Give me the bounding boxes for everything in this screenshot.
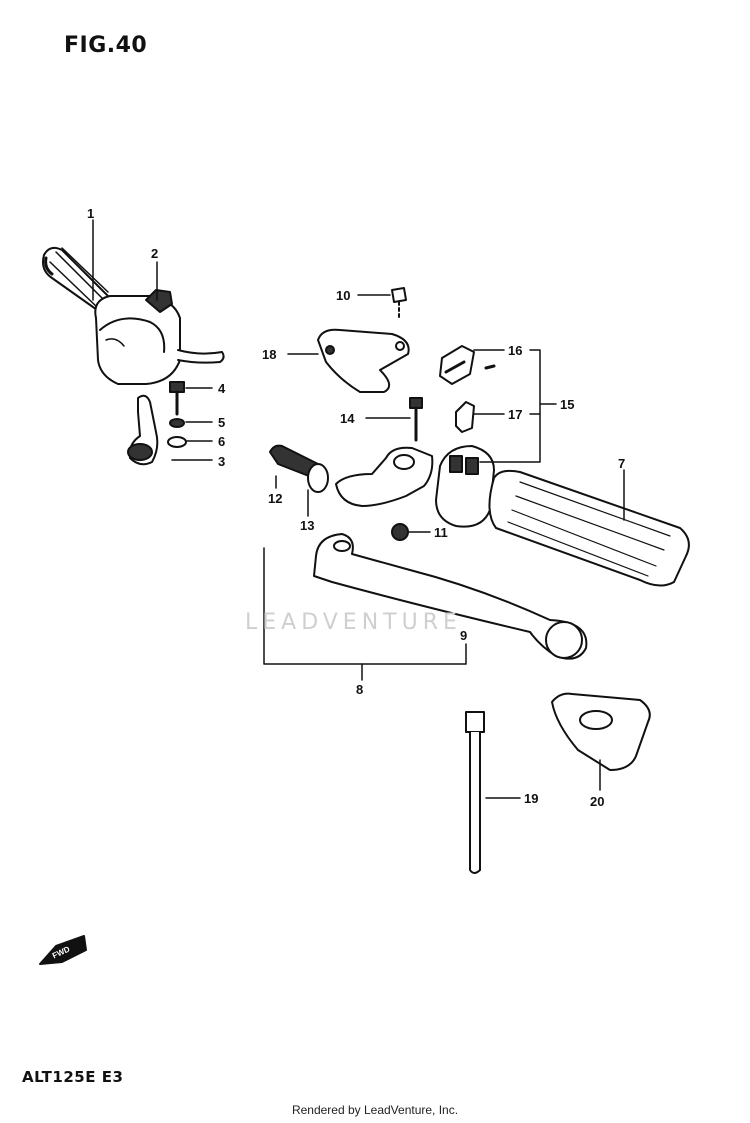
callout-7: 7 — [618, 456, 625, 471]
model-code: ALT125E E3 — [22, 1068, 124, 1086]
callout-4: 4 — [218, 381, 226, 396]
callout-12: 12 — [268, 491, 282, 506]
callout-2: 2 — [151, 246, 158, 261]
part-switch-16 — [439, 345, 496, 385]
part-washer-5 — [169, 418, 185, 428]
part-right-grip — [488, 469, 690, 587]
part-lever-3 — [127, 394, 159, 466]
part-bracket-18 — [317, 328, 410, 393]
fwd-arrow-icon — [39, 935, 87, 965]
part-bolt-4 — [169, 381, 185, 416]
leader-lines — [92, 219, 625, 799]
callout-3: 3 — [218, 454, 225, 469]
part-cover-20 — [551, 692, 651, 771]
part-screw-10 — [391, 287, 407, 321]
part-nut-11 — [391, 523, 409, 541]
callout-14: 14 — [340, 411, 355, 426]
callout-15: 15 — [560, 397, 574, 412]
callout-10: 10 — [336, 288, 350, 303]
callout-17: 17 — [508, 407, 522, 422]
callout-1: 1 — [87, 206, 94, 221]
watermark: LEADVENTURE — [245, 610, 462, 635]
part-screw-14 — [409, 397, 423, 442]
callout-9: 9 — [460, 628, 467, 643]
callout-6: 6 — [218, 434, 225, 449]
part-nut-13 — [307, 463, 329, 493]
callout-20: 20 — [590, 794, 604, 809]
callout-labels: 1 2 3 4 5 6 7 8 9 10 11 12 13 14 15 16 1… — [87, 206, 625, 809]
callout-16: 16 — [508, 343, 522, 358]
callout-11: 11 — [434, 525, 448, 540]
part-cable-tie-19 — [465, 711, 485, 874]
part-switch-housing — [435, 445, 495, 528]
callout-19: 19 — [524, 791, 538, 806]
callout-13: 13 — [300, 518, 314, 533]
part-lever-9 — [313, 533, 588, 660]
part-throttle-housing — [94, 289, 225, 385]
callout-18: 18 — [262, 347, 276, 362]
footer-credit: Rendered by LeadVenture, Inc. — [291, 1103, 459, 1117]
part-switch-17 — [455, 401, 475, 433]
callout-5: 5 — [218, 415, 225, 430]
part-lever-holder — [335, 446, 434, 507]
callout-8: 8 — [356, 682, 363, 697]
figure-title: FIG.40 — [64, 33, 148, 58]
part-washer-6 — [167, 436, 187, 448]
